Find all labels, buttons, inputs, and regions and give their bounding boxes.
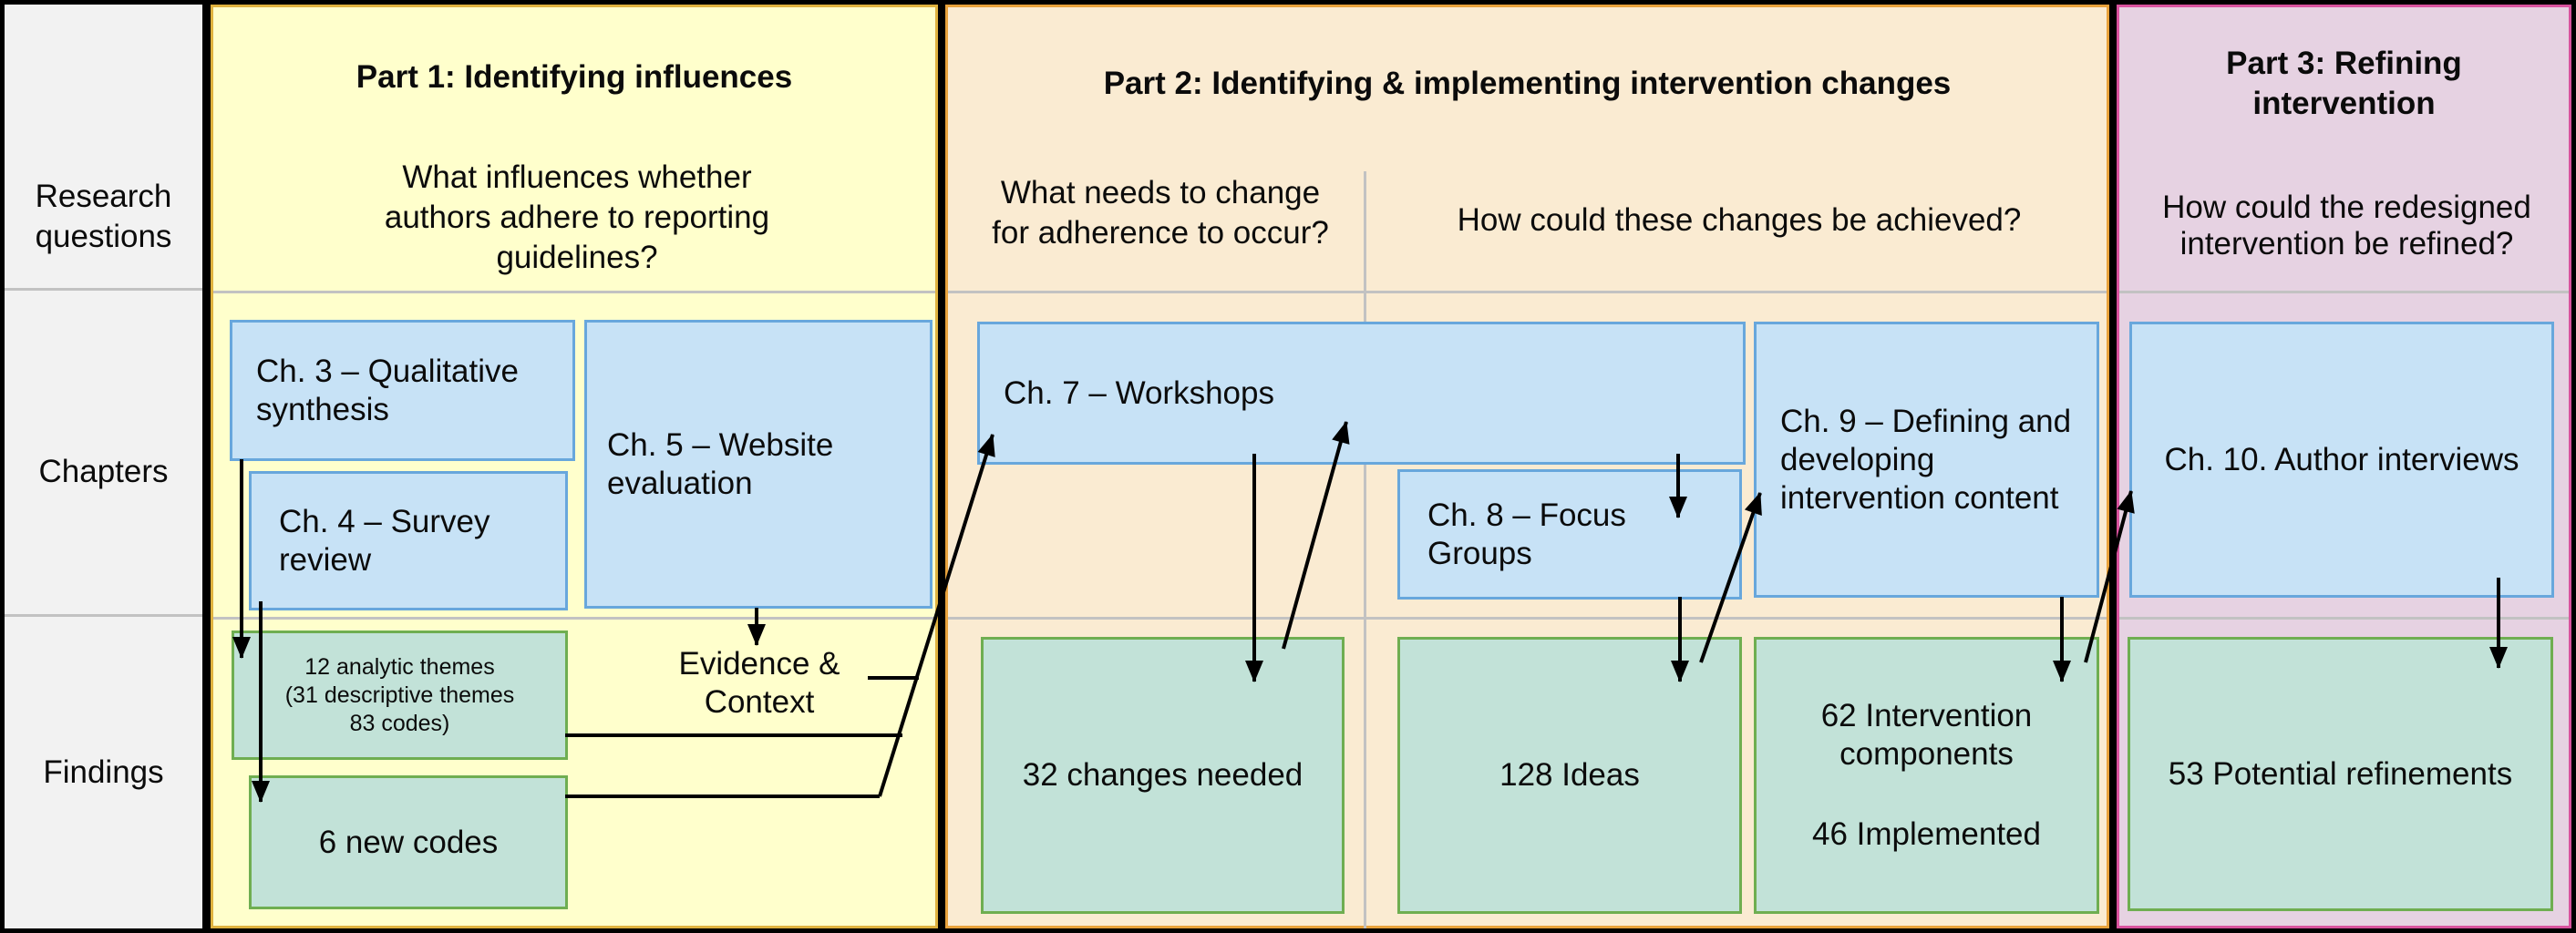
finding-box-ideas: 128 Ideas — [1397, 637, 1742, 914]
row-divider-1 — [5, 288, 202, 291]
part3-row-divider-1 — [2119, 291, 2569, 293]
part1-row-divider-2 — [213, 617, 935, 620]
part3-row-divider-2 — [2119, 617, 2569, 620]
finding-components-lines: 62 Intervention components — [1820, 698, 2033, 772]
part1-row-divider-1 — [213, 291, 935, 293]
row-header-column: Research questions Chapters Findings — [5, 5, 202, 928]
row-label-chapters: Chapters — [38, 454, 169, 489]
part1-section: Part 1: Identifying influences What infl… — [211, 5, 938, 928]
evidence-context-label: Evidence & Context — [678, 646, 840, 720]
part1-question: What influences whether authors adhere t… — [384, 159, 770, 275]
finding-box-new-codes: 6 new codes — [249, 775, 568, 909]
finding-box-analytic-themes: 12 analytic themes (31 descriptive theme… — [232, 631, 568, 760]
row-label-research-questions: Research questions — [35, 179, 172, 254]
part2-question-2: How could these changes be achieved? — [1457, 202, 2022, 238]
part2-question-1: What needs to change for adherence to oc… — [992, 175, 1329, 251]
chapter-box-ch7: Ch. 7 – Workshops — [977, 322, 1746, 465]
part2-subcolumn-divider — [1364, 171, 1366, 928]
row-divider-2 — [5, 614, 202, 617]
chapter-box-ch4: Ch. 4 – Survey review — [249, 471, 568, 610]
chapter-box-ch9: Ch. 9 – Defining and developing interven… — [1754, 322, 2099, 598]
row-label-findings: Findings — [43, 754, 164, 790]
chapter-box-ch8: Ch. 8 – Focus Groups — [1397, 469, 1742, 600]
part2-row-divider-1 — [948, 291, 2107, 293]
finding-box-changes-needed: 32 changes needed — [981, 637, 1345, 914]
part2-row-divider-2 — [948, 617, 2107, 620]
finding-implemented-line: 46 Implemented — [1812, 816, 2041, 852]
part3-section: Part 3: Refining intervention How could … — [2117, 5, 2571, 928]
part1-title: Part 1: Identifying influences — [355, 59, 793, 95]
chapter-box-ch10: Ch. 10. Author interviews — [2129, 322, 2554, 598]
chapter-box-ch3: Ch. 3 – Qualitative synthesis — [230, 320, 575, 461]
finding-box-intervention-components: 62 Intervention components 46 Implemente… — [1754, 637, 2099, 914]
part3-title: Part 3: Refining intervention — [2226, 46, 2462, 121]
finding-box-potential-refinements: 53 Potential refinements — [2128, 637, 2553, 911]
part3-question: How could the redesigned intervention be… — [2162, 190, 2531, 261]
part2-title: Part 2: Identifying & implementing inter… — [1103, 66, 1952, 101]
chapter-box-ch5: Ch. 5 – Website evaluation — [584, 320, 933, 609]
part2-section: Part 2: Identifying & implementing inter… — [945, 5, 2109, 928]
